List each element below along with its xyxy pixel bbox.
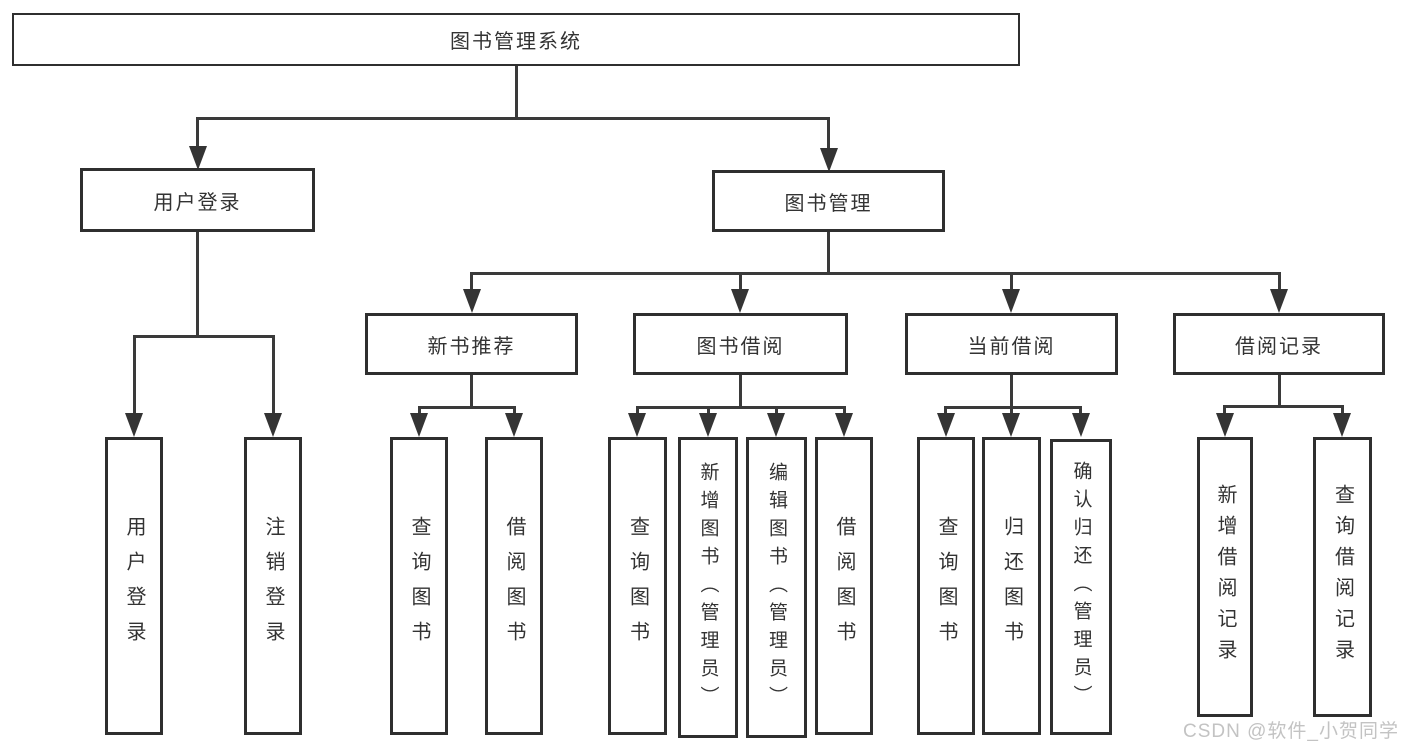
leaf-label: 查询图书	[935, 516, 957, 656]
arrowhead-down	[699, 413, 717, 437]
arrowhead-down	[767, 413, 785, 437]
connector-vline	[739, 272, 742, 292]
leaf-borrow-book: 借阅图书	[815, 437, 873, 735]
leaf-user-login: 用户登录	[105, 437, 163, 735]
node-label: 新书推荐	[427, 335, 516, 358]
arrowhead-down	[937, 413, 955, 437]
connector-vline	[827, 232, 830, 272]
connector-vline	[418, 406, 421, 418]
leaf-label: 用户登录	[123, 516, 145, 656]
connector-hline	[944, 406, 1082, 409]
node-user-login: 用户登录	[80, 168, 315, 232]
leaf-label: 归还图书	[1000, 516, 1023, 656]
leaf-confirm-return-admin: 确认归还（管理员）	[1050, 439, 1112, 735]
arrowhead-down	[731, 289, 749, 313]
connector-hline	[196, 117, 830, 120]
connector-vline	[1278, 375, 1281, 405]
leaf-query-book: 查询图书	[390, 437, 448, 735]
node-label: 图书借阅	[696, 335, 785, 358]
node-book-management: 图书管理	[712, 170, 945, 232]
arrowhead-down	[1333, 413, 1351, 437]
connector-vline	[1010, 272, 1013, 292]
leaf-label: 确认归还（管理员）	[1070, 461, 1092, 713]
node-label: 图书管理系统	[450, 31, 582, 53]
arrowhead-down	[505, 413, 523, 437]
arrowhead-down	[125, 413, 143, 437]
leaf-edit-book-admin: 编辑图书（管理员）	[746, 437, 807, 738]
arrowhead-down	[1002, 413, 1020, 437]
connector-vline	[1010, 375, 1013, 406]
leaf-label: 查询图书	[626, 516, 649, 656]
connector-vline	[133, 335, 136, 418]
node-book-borrowing: 图书借阅	[633, 313, 848, 375]
connector-vline	[843, 406, 846, 418]
node-label: 图书管理	[784, 192, 873, 215]
connector-vline	[739, 375, 742, 406]
connector-vline	[775, 406, 778, 418]
arrowhead-down	[835, 413, 853, 437]
leaf-label: 注销登录	[262, 516, 284, 656]
node-label: 用户登录	[153, 191, 242, 214]
arrowhead-down	[628, 413, 646, 437]
arrowhead-down	[1216, 413, 1234, 437]
connector-vline	[1341, 405, 1344, 418]
connector-vline	[515, 66, 518, 117]
leaf-label: 新增借阅记录	[1214, 484, 1236, 670]
leaf-label: 查询图书	[408, 516, 430, 656]
connector-vline	[470, 375, 473, 406]
leaf-query-borrow-record: 查询借阅记录	[1313, 437, 1372, 717]
connector-vline	[513, 406, 516, 418]
node-label: 借阅记录	[1235, 335, 1323, 358]
arrowhead-down	[264, 413, 282, 437]
node-new-book-recommendation: 新书推荐	[365, 313, 578, 375]
connector-vline	[196, 117, 199, 150]
node-library-system: 图书管理系统	[12, 13, 1020, 66]
leaf-label: 借阅图书	[833, 516, 855, 656]
connector-vline	[707, 406, 710, 418]
connector-hline	[470, 272, 1280, 275]
connector-hline	[133, 335, 274, 338]
leaf-query-book: 查询图书	[608, 437, 667, 735]
connector-vline	[636, 406, 639, 418]
leaf-query-book: 查询图书	[917, 437, 975, 735]
arrowhead-down	[1072, 413, 1090, 437]
node-current-borrowing: 当前借阅	[905, 313, 1118, 375]
connector-vline	[1079, 406, 1082, 418]
connector-vline	[1010, 406, 1013, 418]
connector-hline	[636, 406, 845, 409]
leaf-label: 新增图书（管理员）	[697, 461, 719, 714]
leaf-add-book-admin: 新增图书（管理员）	[678, 437, 738, 738]
arrowhead-down	[463, 289, 481, 313]
connector-hline	[1223, 405, 1344, 408]
leaf-logout: 注销登录	[244, 437, 302, 735]
arrowhead-down	[410, 413, 428, 437]
connector-vline	[944, 406, 947, 418]
watermark: CSDN @软件_小贺同学	[1183, 721, 1399, 742]
connector-vline	[196, 232, 199, 335]
leaf-label: 借阅图书	[503, 516, 525, 656]
arrowhead-down	[1002, 289, 1020, 313]
connector-vline	[827, 117, 830, 150]
leaf-borrow-book: 借阅图书	[485, 437, 543, 735]
connector-vline	[1278, 272, 1281, 292]
leaf-label: 编辑图书（管理员）	[766, 461, 787, 714]
connector-vline	[470, 272, 473, 292]
arrowhead-down	[189, 146, 207, 170]
connector-vline	[1223, 405, 1226, 418]
connector-vline	[272, 335, 275, 418]
node-borrowing-records: 借阅记录	[1173, 313, 1385, 375]
leaf-label: 查询借阅记录	[1331, 484, 1354, 670]
node-label: 当前借阅	[967, 335, 1056, 358]
arrowhead-down	[1270, 289, 1288, 313]
leaf-add-borrow-record: 新增借阅记录	[1197, 437, 1253, 717]
connector-hline	[418, 406, 516, 409]
leaf-return-book: 归还图书	[982, 437, 1041, 735]
arrowhead-down	[820, 148, 838, 172]
